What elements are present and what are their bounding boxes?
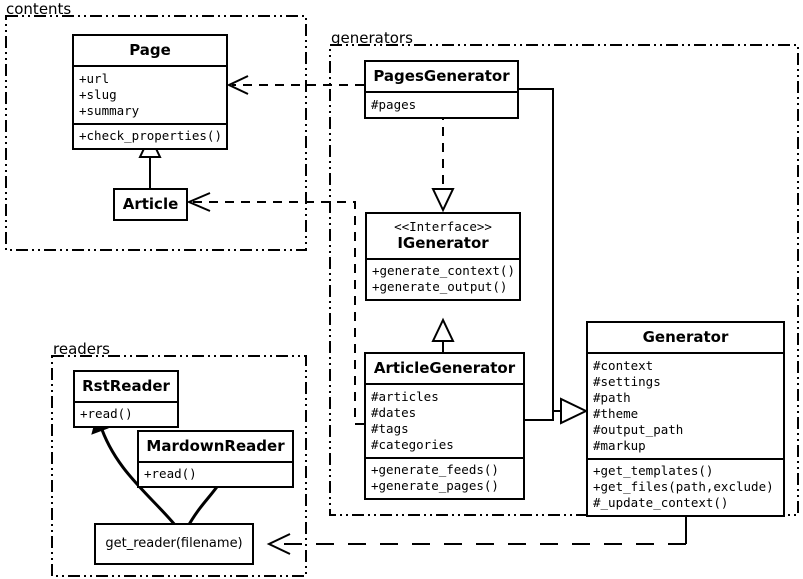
class-box-igenerator[interactable]: <<Interface>> IGenerator +generate_conte… <box>365 212 521 301</box>
class-box-mardown-reader[interactable]: MardownReader +read() <box>137 430 294 488</box>
package-boundary-generators <box>329 44 799 516</box>
class-name-article-generator: ArticleGenerator <box>373 359 516 377</box>
relationship-articlegenerator-depends-article <box>186 192 364 425</box>
package-label-readers: readers <box>53 340 110 358</box>
class-method: +get_templates() <box>593 463 714 478</box>
class-stereotype-igenerator: <<Interface>> <box>394 219 492 234</box>
class-box-generator[interactable]: Generator #context #settings #path #them… <box>586 321 785 517</box>
class-box-rst-reader[interactable]: RstReader +read() <box>73 370 179 428</box>
class-attribute: #context <box>593 358 654 373</box>
class-name-article: Article <box>122 195 179 213</box>
class-box-get-reader[interactable]: get_reader(filename) <box>94 523 254 565</box>
class-box-page[interactable]: Page +url +slug +summary +check_properti… <box>72 34 228 150</box>
relationship-articlegenerator-realizes-igenerator <box>431 317 455 352</box>
class-attribute: +summary <box>79 103 140 118</box>
class-method: +generate_feeds() <box>371 462 499 477</box>
class-method: +read() <box>144 466 197 481</box>
relationship-pagesgenerator-realizes-igenerator <box>431 111 455 213</box>
relationship-articlegenerator-inherits-generator <box>525 397 589 425</box>
class-attribute: #articles <box>371 389 439 404</box>
class-name-pages-generator: PagesGenerator <box>373 67 510 85</box>
package-boundary-readers <box>51 355 307 577</box>
class-name-mardown-reader: MardownReader <box>146 437 285 455</box>
class-name-rst-reader: RstReader <box>82 377 170 395</box>
function-name-get-reader: get_reader(filename) <box>105 536 243 551</box>
relationship-pagesgenerator-depends-page <box>226 75 364 95</box>
class-attribute: #path <box>593 390 631 405</box>
class-method: +get_files(path,exclude) <box>593 479 774 494</box>
class-name-page: Page <box>129 41 171 59</box>
class-attribute: #pages <box>371 97 417 112</box>
package-label-generators: generators <box>331 29 413 47</box>
class-attribute: #categories <box>371 437 454 452</box>
class-attribute: #markup <box>593 438 646 453</box>
class-attribute: +slug <box>79 87 117 102</box>
relationship-pagesgenerator-inherits-generator <box>519 88 560 412</box>
class-box-article[interactable]: Article <box>113 188 188 221</box>
class-attribute: #settings <box>593 374 661 389</box>
class-box-pages-generator[interactable]: PagesGenerator #pages <box>364 60 519 119</box>
class-method: +read() <box>80 406 133 421</box>
class-method: +generate_pages() <box>371 478 499 493</box>
class-name-generator: Generator <box>642 328 729 346</box>
class-method: +check_properties() <box>79 128 222 143</box>
package-boundary-contents <box>5 15 307 251</box>
class-attribute: #output_path <box>593 422 684 437</box>
class-name-igenerator: IGenerator <box>397 234 489 252</box>
class-box-article-generator[interactable]: ArticleGenerator #articles #dates #tags … <box>364 352 525 500</box>
package-label-contents: contents <box>6 0 72 18</box>
class-attribute: #tags <box>371 421 409 436</box>
class-method: +generate_output() <box>372 279 508 294</box>
class-attribute: #dates <box>371 405 417 420</box>
class-attribute: #theme <box>593 406 639 421</box>
class-method: #_update_context() <box>593 495 729 510</box>
class-attribute: +url <box>79 71 110 86</box>
class-method: +generate_context() <box>372 263 515 278</box>
